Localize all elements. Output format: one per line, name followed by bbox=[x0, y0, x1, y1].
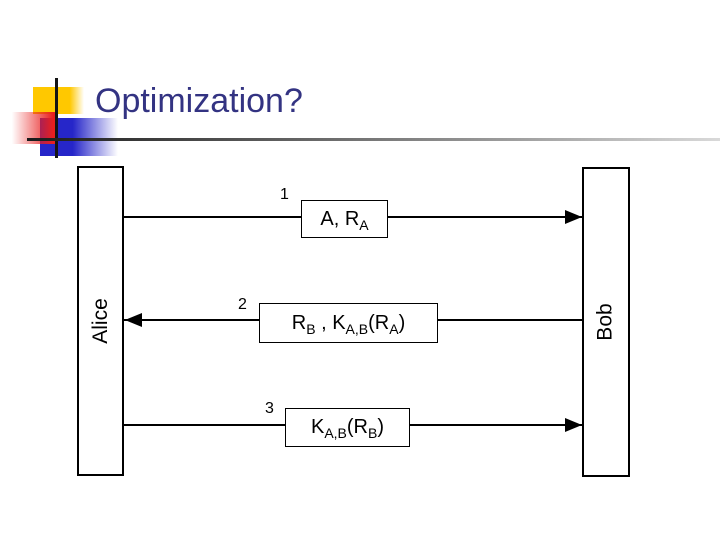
message-2-label-box: RB , KA,B(RA) bbox=[259, 303, 438, 343]
slide-title: Optimization? bbox=[95, 82, 303, 120]
message-2-label: RB , KA,B(RA) bbox=[291, 311, 406, 337]
message-1-number: 1 bbox=[280, 186, 289, 203]
message-3-arrow-right-icon bbox=[565, 418, 582, 432]
message-1-label: A, RA bbox=[320, 207, 369, 233]
message-3-label-box: KA,B(RB) bbox=[285, 408, 410, 447]
message-2-number: 2 bbox=[238, 296, 247, 313]
actor-box-alice: Alice bbox=[77, 166, 124, 476]
accent-square-yellow bbox=[33, 87, 84, 114]
message-1-label-box: A, RA bbox=[301, 200, 388, 238]
actor-label-bob: Bob bbox=[594, 303, 617, 341]
actor-label-alice: Alice bbox=[88, 298, 112, 344]
message-2-arrow-left-icon bbox=[125, 313, 142, 327]
actor-box-bob: Bob bbox=[582, 167, 630, 477]
message-3-number: 3 bbox=[265, 400, 274, 417]
message-3-label: KA,B(RB) bbox=[310, 416, 385, 441]
header-decoration bbox=[0, 0, 720, 170]
crosshair-vertical-line bbox=[55, 78, 58, 158]
title-underline-rule bbox=[27, 138, 720, 141]
message-1-arrow-right-icon bbox=[565, 210, 582, 224]
